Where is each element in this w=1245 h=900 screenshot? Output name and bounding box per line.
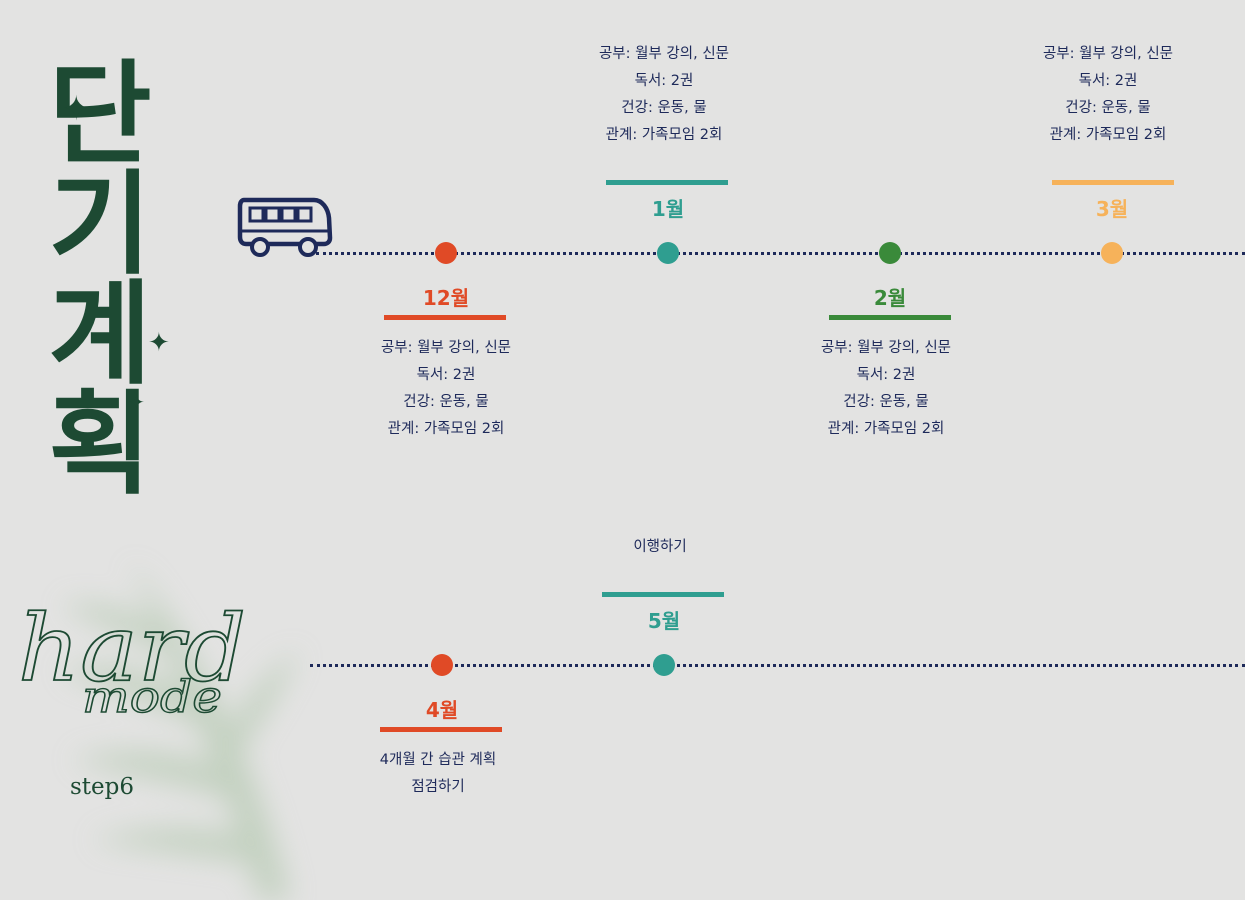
vertical-title: 단 기 계 획 [40,49,160,510]
script-word-hard: hard [17,594,247,703]
timeline-dot-dec [435,242,457,264]
title-char-1: 단 [48,49,152,180]
note-line: 공부: 월부 강의, 신문 [1042,46,1174,62]
month-note-may: 이행하기 [550,534,770,561]
timeline-dot-jan [657,242,679,264]
timeline-track-2 [310,664,1245,667]
note-line: 공부: 월부 강의, 신문 [598,46,730,62]
title-char-2: 기 [48,159,152,290]
month-label-apr: 4월 [425,698,459,722]
title-char-3: 계 [48,269,152,400]
note-line: 4개월 간 습관 계획 [379,752,497,768]
script-hard-text: hard [18,595,246,702]
note-line: 독서: 2권 [634,73,694,89]
leaf-shadow-decoration [60,560,300,900]
title-char-4: 획 [48,379,152,510]
note-line: 건강: 운동, 물 [621,100,707,116]
month-bar-jan [606,180,728,185]
timeline-dot-apr [431,654,453,676]
month-bar-may [602,592,724,597]
bus-icon [237,197,333,257]
month-label-jan: 1월 [651,197,685,221]
month-note-apr: 4개월 간 습관 계획 점검하기 [328,747,548,801]
month-label-may: 5월 [647,609,681,633]
note-line: 건강: 운동, 물 [1065,100,1151,116]
script-mode-text: mode [82,672,222,723]
month-bar-mar [1052,180,1174,185]
sparkle-icon: ✦ [148,328,170,358]
month-bar-apr [380,727,502,732]
note-line: 독서: 2권 [1078,73,1138,89]
note-line: 독서: 2권 [856,367,916,383]
note-line: 관계: 가족모임 2회 [827,421,945,437]
month-label-dec: 12월 [422,286,470,310]
timeline-dot-may [653,654,675,676]
month-note-mar: 공부: 월부 강의, 신문 독서: 2권 건강: 운동, 물 관계: 가족모임 … [998,41,1218,149]
timeline-dot-feb [879,242,901,264]
note-line: 공부: 월부 강의, 신문 [380,340,512,356]
note-line: 독서: 2권 [416,367,476,383]
month-bar-feb [829,315,951,320]
month-bar-dec [384,315,506,320]
sparkle-icon: ✦ [128,390,145,414]
note-line: 이행하기 [633,539,687,555]
month-label-feb: 2월 [873,286,907,310]
note-line: 공부: 월부 강의, 신문 [820,340,952,356]
month-note-dec: 공부: 월부 강의, 신문 독서: 2권 건강: 운동, 물 관계: 가족모임 … [336,335,556,443]
timeline-track-1 [316,252,1245,255]
note-line: 점검하기 [411,779,465,795]
month-note-feb: 공부: 월부 강의, 신문 독서: 2권 건강: 운동, 물 관계: 가족모임 … [776,335,996,443]
note-line: 관계: 가족모임 2회 [605,127,723,143]
sparkle-icon: ✦ [62,89,91,129]
month-label-mar: 3월 [1095,197,1129,221]
note-line: 관계: 가족모임 2회 [1049,127,1167,143]
script-word-mode: mode [81,671,222,723]
timeline-dot-mar [1101,242,1123,264]
note-line: 건강: 운동, 물 [403,394,489,410]
note-line: 관계: 가족모임 2회 [387,421,505,437]
step-label: step6 [70,774,135,800]
month-note-jan: 공부: 월부 강의, 신문 독서: 2권 건강: 운동, 물 관계: 가족모임 … [554,41,774,149]
note-line: 건강: 운동, 물 [843,394,929,410]
